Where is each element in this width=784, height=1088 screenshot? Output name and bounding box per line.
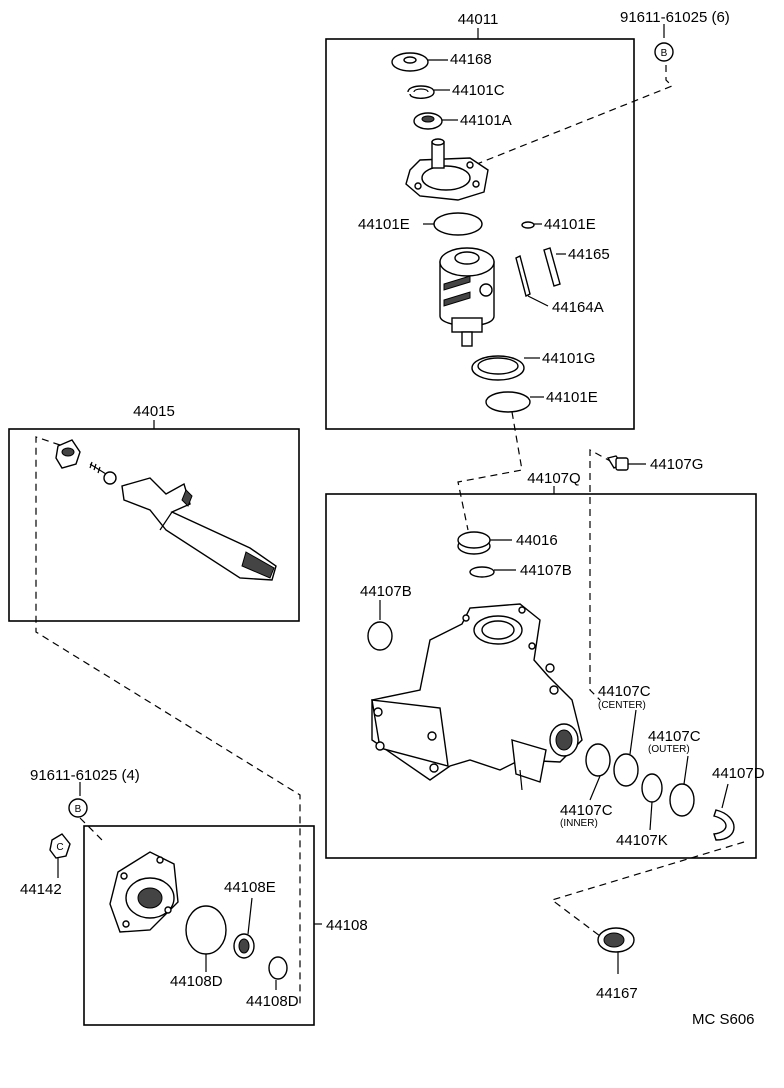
- part-44101e-oring-small: [521, 221, 535, 229]
- part-44107k: [641, 773, 663, 831]
- label-44107k: 44107K: [616, 832, 668, 849]
- assembly-box-44015: [8, 428, 300, 622]
- label-44108d-right: 44108D: [246, 993, 299, 1010]
- part-44167-seal: [597, 927, 635, 974]
- part-44107b-oring: [367, 600, 393, 651]
- part-valve-housing: [405, 138, 489, 201]
- part-valve-body-cylinder: [439, 247, 495, 347]
- part-44016-bushing: [457, 531, 512, 555]
- part-44107b-oring-small: [469, 566, 516, 578]
- assembly-box-44011: [325, 38, 635, 430]
- part-44107c-outer: [669, 755, 695, 817]
- label-44107c-center-note: (CENTER): [598, 700, 646, 711]
- assembly-box-44108: [83, 825, 315, 1026]
- b-marker-icon-left: B: [68, 798, 88, 818]
- part-sector-shaft: [121, 477, 277, 581]
- label-91611-4: 91611-61025 (4): [30, 767, 140, 784]
- label-44108: 44108: [326, 917, 368, 934]
- part-44168-washer: [391, 52, 448, 72]
- label-44015: 44015: [133, 403, 175, 420]
- label-44101g: 44101G: [542, 350, 595, 367]
- label-44107g: 44107G: [650, 456, 703, 473]
- label-44101c: 44101C: [452, 82, 505, 99]
- label-44142: 44142: [20, 881, 62, 898]
- part-44101g-seal-ring: [471, 355, 540, 381]
- label-44108e: 44108E: [224, 879, 276, 896]
- part-44142-nut: [49, 833, 71, 878]
- label-44107b-small: 44107B: [520, 562, 572, 579]
- part-44101c-snap-ring: [407, 85, 450, 99]
- part-44108e-seal: [233, 897, 255, 959]
- svg-text:C: C: [56, 842, 63, 853]
- part-44107d-snap-ring: [713, 783, 735, 841]
- part-labels: 44011 91611-61025 (6) 44168 44101C 44101…: [20, 9, 765, 1028]
- label-44107c-center: 44107C: [598, 683, 651, 700]
- label-44107c-inner-note: (INNER): [560, 818, 598, 829]
- b-marker-icon-top: B: [654, 42, 674, 62]
- part-end-cover: [109, 851, 179, 933]
- part-gear-housing: [371, 603, 583, 791]
- label-44101e-lower: 44101E: [546, 389, 598, 406]
- part-44165-pin: [543, 247, 566, 287]
- label-44107b: 44107B: [360, 583, 412, 600]
- label-44011: 44011: [458, 11, 499, 28]
- label-44016: 44016: [516, 532, 558, 549]
- part-44101e-oring-left: [433, 212, 483, 236]
- reference-code: MC S606: [692, 1011, 755, 1028]
- label-91611-6: 91611-61025 (6): [620, 9, 730, 26]
- label-44107c-outer-note: (OUTER): [648, 744, 690, 755]
- part-44101a-bearing: [413, 112, 458, 130]
- label-44107d: 44107D: [712, 765, 765, 782]
- part-44107g-bleeder: [606, 455, 646, 471]
- part-44108d-oring-large: [185, 905, 227, 972]
- part-44015-adjust-screw: [89, 461, 117, 485]
- part-44164a-pin: [515, 254, 549, 307]
- assembly-leaders: [79, 24, 665, 925]
- assembly-box-44107q: [325, 493, 757, 859]
- part-44015-plug: [55, 439, 81, 469]
- part-44108d-oring-small: [268, 956, 288, 990]
- c-marker-icon-left: C: [56, 842, 63, 853]
- label-44101a: 44101A: [460, 112, 512, 129]
- label-44165: 44165: [568, 246, 610, 263]
- label-44107c-outer: 44107C: [648, 728, 701, 745]
- part-44107c-center: [613, 709, 639, 787]
- dashed-connectors: [35, 65, 745, 1005]
- svg-text:B: B: [661, 48, 668, 59]
- label-44167: 44167: [596, 985, 638, 1002]
- part-44107c-inner: [585, 743, 611, 801]
- label-44108d-left: 44108D: [170, 973, 223, 990]
- label-44101e-right: 44101E: [544, 216, 596, 233]
- svg-text:B: B: [75, 804, 82, 815]
- label-44101e-left: 44101E: [358, 216, 410, 233]
- label-44164a: 44164A: [552, 299, 604, 316]
- label-44107q: 44107Q: [527, 470, 580, 487]
- part-44101e-oring-lower: [485, 391, 544, 413]
- label-44107c-inner: 44107C: [560, 802, 613, 819]
- label-44168: 44168: [450, 51, 492, 68]
